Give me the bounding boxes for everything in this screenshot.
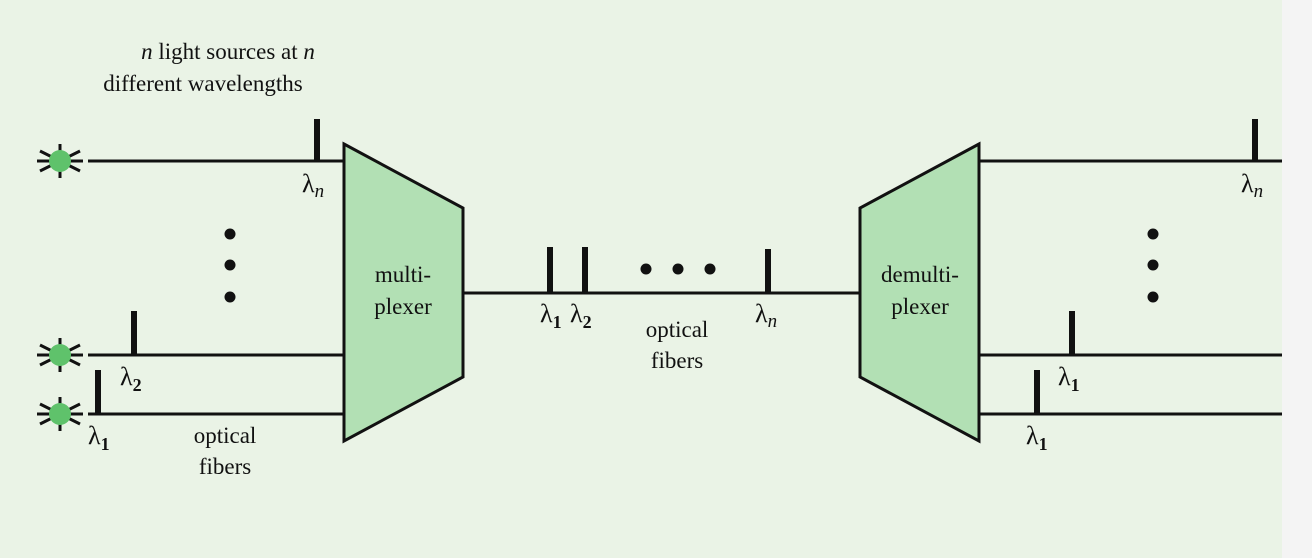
wdm-diagram: n light sources at n different wavelengt…	[37, 39, 1282, 479]
left-vertical-ellipsis	[224, 228, 236, 303]
demux-label-1: demulti-	[881, 262, 959, 287]
demultiplexer-block	[858, 141, 981, 444]
tick-n	[314, 119, 320, 161]
optical-fibers-left-1: optical	[194, 423, 257, 448]
demux-label-2: plexer	[891, 294, 949, 319]
tick-2	[582, 247, 588, 293]
led-icon	[49, 344, 71, 366]
lambda-2-trunk-label: λ2	[570, 299, 592, 332]
tick-1	[547, 247, 553, 293]
led-icon	[49, 150, 71, 172]
trunk-horizontal-ellipsis	[640, 263, 716, 275]
light-source-n	[37, 144, 83, 178]
optical-fibers-center-1: optical	[646, 317, 709, 342]
lambda-2-in-label: λ2	[120, 362, 142, 395]
lambda-1-in-label: λ1	[88, 421, 110, 454]
trunk-wavelength-ticks	[547, 247, 771, 293]
lambda-1-trunk-label: λ1	[540, 299, 562, 332]
caption-line-1: n light sources at n	[141, 39, 315, 64]
optical-fibers-center-2: fibers	[651, 348, 703, 373]
multiplexer-block	[342, 141, 465, 444]
lambda-n-trunk-label: λn	[755, 299, 777, 332]
input-fibers	[88, 159, 345, 416]
tick-1	[95, 370, 101, 414]
caption-line-2: different wavelengths	[103, 71, 303, 96]
tick-1-upper	[1069, 311, 1075, 355]
input-wavelength-ticks	[95, 119, 320, 414]
tick-2	[131, 311, 137, 355]
light-source-1	[37, 397, 83, 431]
tick-n	[1252, 119, 1258, 161]
tick-1-lower	[1034, 370, 1040, 414]
lambda-n-out-label: λn	[1241, 169, 1263, 202]
light-source-2	[37, 338, 83, 372]
optical-fibers-left-2: fibers	[199, 454, 251, 479]
lambda-1-out-upper-label: λ1	[1058, 362, 1080, 395]
led-icon	[49, 403, 71, 425]
right-edge-strip	[1282, 0, 1312, 558]
output-fibers	[979, 159, 1282, 416]
mux-label-1: multi-	[375, 262, 431, 287]
tick-n	[765, 249, 771, 293]
lambda-n-in-label: λn	[302, 169, 324, 202]
lambda-1-out-lower-label: λ1	[1026, 421, 1048, 454]
mux-label-2: plexer	[374, 294, 432, 319]
sources-caption: n light sources at n different wavelengt…	[103, 39, 315, 96]
output-wavelength-ticks	[1034, 119, 1258, 414]
right-vertical-ellipsis	[1147, 228, 1159, 303]
